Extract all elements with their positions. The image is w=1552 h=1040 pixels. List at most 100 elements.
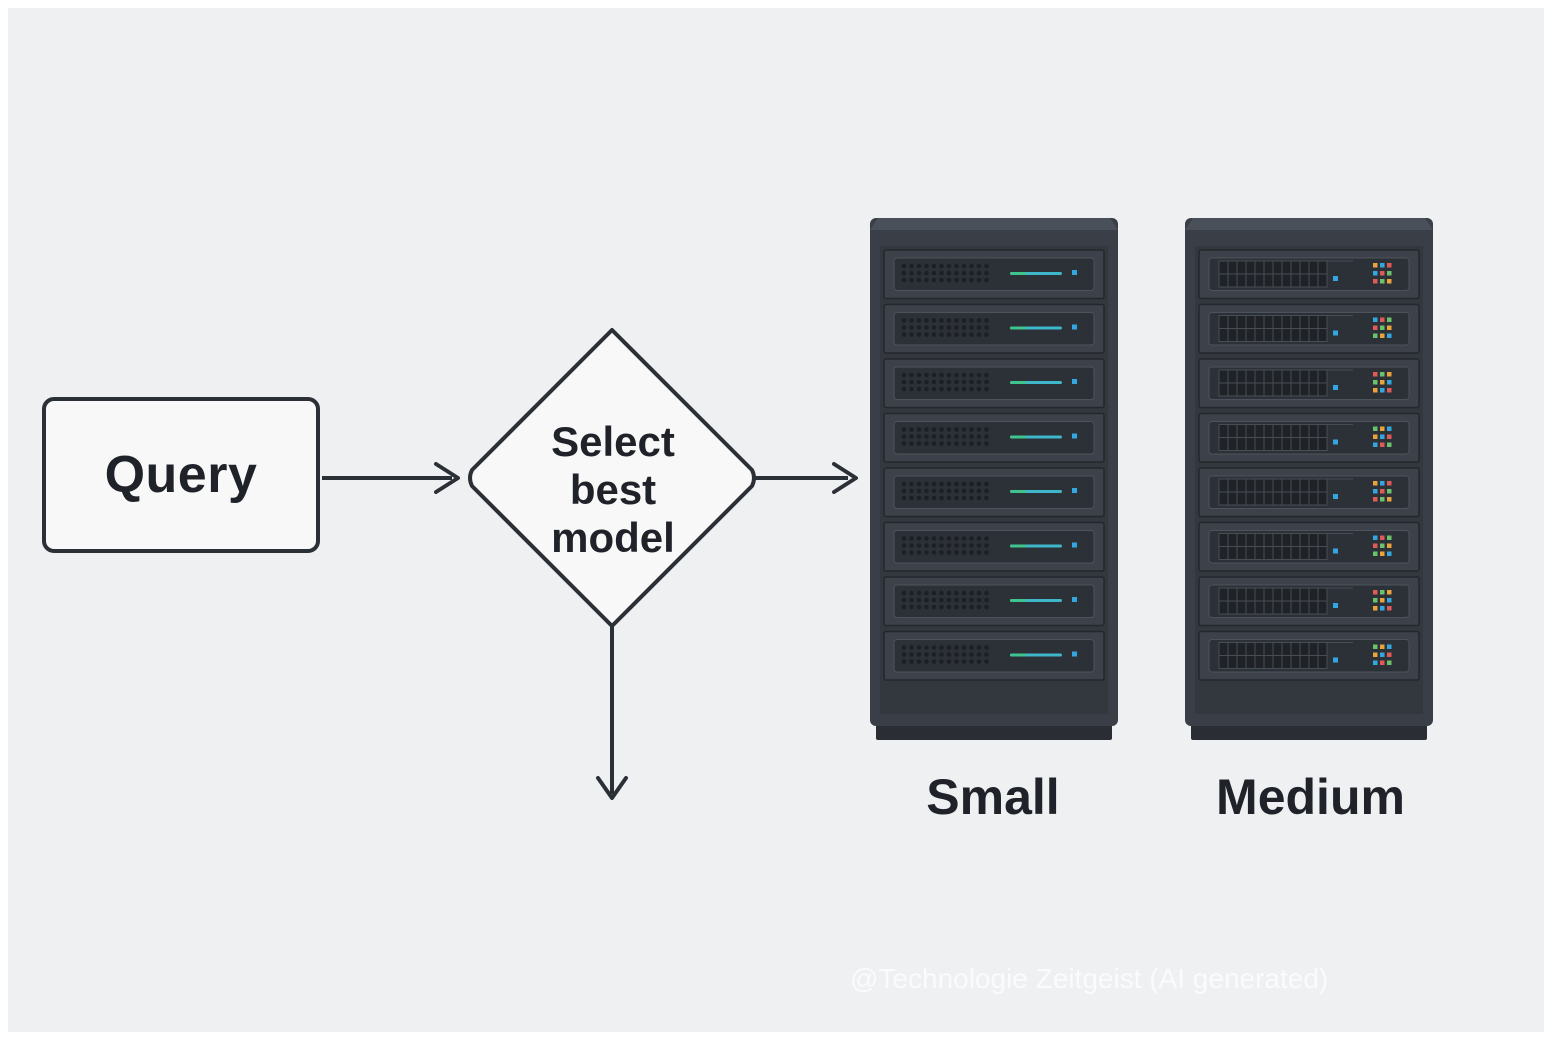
vent-dot bbox=[931, 434, 937, 439]
vent-dot bbox=[961, 332, 967, 337]
vent-dot bbox=[984, 427, 989, 432]
vent-dot bbox=[916, 652, 922, 657]
vent-dot bbox=[931, 263, 937, 269]
vent-dot bbox=[901, 536, 907, 541]
led-dot bbox=[1373, 434, 1378, 439]
vent-dot bbox=[931, 372, 937, 378]
vent-dot bbox=[984, 536, 989, 541]
led-dot bbox=[1380, 279, 1385, 284]
vent-dot bbox=[969, 434, 974, 439]
vent-dot bbox=[984, 318, 989, 323]
vent-dot bbox=[901, 372, 907, 378]
vent-dot bbox=[901, 277, 907, 283]
indicator-bar-accent bbox=[1010, 326, 1026, 330]
led-dot bbox=[1387, 271, 1392, 276]
vent-dot bbox=[946, 332, 952, 337]
vent-dot bbox=[916, 481, 922, 487]
led-dot bbox=[1387, 325, 1392, 330]
vent-dot bbox=[924, 645, 929, 650]
led-dot bbox=[1387, 317, 1392, 322]
led-dot bbox=[1380, 325, 1385, 330]
vent-dot bbox=[901, 332, 907, 337]
led-dot bbox=[1387, 644, 1392, 649]
indicator-bar-accent bbox=[1010, 435, 1026, 439]
status-led bbox=[1072, 324, 1077, 330]
led-dot bbox=[1387, 380, 1392, 385]
vent-dot bbox=[969, 645, 974, 650]
led-dot bbox=[1387, 489, 1392, 494]
vent-dot bbox=[939, 427, 944, 432]
vent-dot bbox=[976, 386, 982, 392]
vent-dot bbox=[931, 379, 937, 385]
vent-dot bbox=[939, 543, 944, 548]
decision-label: Select best model bbox=[513, 418, 713, 562]
vent-dot bbox=[931, 325, 937, 330]
vent-dot bbox=[946, 263, 952, 269]
vent-dot bbox=[909, 495, 914, 501]
led-dot bbox=[1387, 660, 1392, 665]
vent-dot bbox=[984, 488, 989, 494]
vent-dot bbox=[909, 325, 914, 330]
vent-dot bbox=[961, 263, 967, 269]
vent-dot bbox=[969, 597, 974, 603]
led-dot bbox=[1387, 481, 1392, 486]
query-label: Query bbox=[104, 446, 258, 504]
arrow-query-to-decision bbox=[322, 462, 460, 494]
vent-dot bbox=[969, 543, 974, 548]
rack-unit bbox=[1198, 303, 1420, 354]
vent-dot bbox=[909, 379, 914, 385]
vent-dot bbox=[909, 481, 914, 487]
led-dot bbox=[1387, 263, 1392, 268]
vent-dot bbox=[939, 263, 944, 269]
led-dot bbox=[1380, 660, 1385, 665]
vent-dot bbox=[954, 590, 959, 596]
vent-dot bbox=[909, 590, 914, 596]
vent-dot bbox=[931, 386, 937, 392]
decision-label-line-3: model bbox=[551, 514, 675, 561]
vent-dot bbox=[954, 550, 959, 555]
vent-dot bbox=[901, 318, 907, 323]
vent-dot bbox=[984, 550, 989, 555]
vent-dot bbox=[969, 659, 974, 664]
led-dot bbox=[1373, 598, 1378, 603]
vent-dot bbox=[931, 550, 937, 555]
vent-dot bbox=[939, 270, 944, 276]
vent-dot bbox=[954, 652, 959, 657]
vent-dot bbox=[946, 481, 952, 487]
vent-dot bbox=[916, 332, 922, 337]
server-rack-small bbox=[870, 218, 1118, 740]
rack-top bbox=[1185, 218, 1433, 230]
vent-dot bbox=[946, 550, 952, 555]
status-led bbox=[1333, 657, 1338, 663]
diagram-svg bbox=[322, 218, 1433, 800]
vent-dot bbox=[946, 597, 952, 603]
vent-dot bbox=[931, 427, 937, 432]
vent-dot bbox=[954, 332, 959, 337]
vent-dot bbox=[901, 645, 907, 650]
vent-dot bbox=[901, 386, 907, 392]
rack-unit bbox=[1198, 576, 1420, 627]
vent-dot bbox=[976, 325, 982, 330]
vent-dot bbox=[939, 434, 944, 439]
rack-unit bbox=[883, 576, 1105, 627]
led-dot bbox=[1373, 442, 1378, 447]
vent-dot bbox=[976, 652, 982, 657]
vent-dot bbox=[931, 590, 937, 596]
vent-dot bbox=[969, 263, 974, 269]
vent-dot bbox=[984, 325, 989, 330]
vent-dot bbox=[946, 325, 952, 330]
vent-dot bbox=[931, 270, 937, 276]
vent-dot bbox=[961, 277, 967, 283]
vent-dot bbox=[909, 659, 914, 664]
vent-dot bbox=[954, 325, 959, 330]
vent-dot bbox=[901, 441, 907, 446]
led-dot bbox=[1380, 481, 1385, 486]
vent-dot bbox=[976, 379, 982, 385]
vent-dot bbox=[916, 536, 922, 541]
vent-dot bbox=[924, 590, 929, 596]
status-led bbox=[1072, 542, 1077, 548]
server-rack-medium bbox=[1185, 218, 1433, 740]
rack-unit-panel bbox=[893, 639, 1095, 673]
rack-unit-panel bbox=[893, 257, 1095, 291]
vent-dot bbox=[954, 277, 959, 283]
